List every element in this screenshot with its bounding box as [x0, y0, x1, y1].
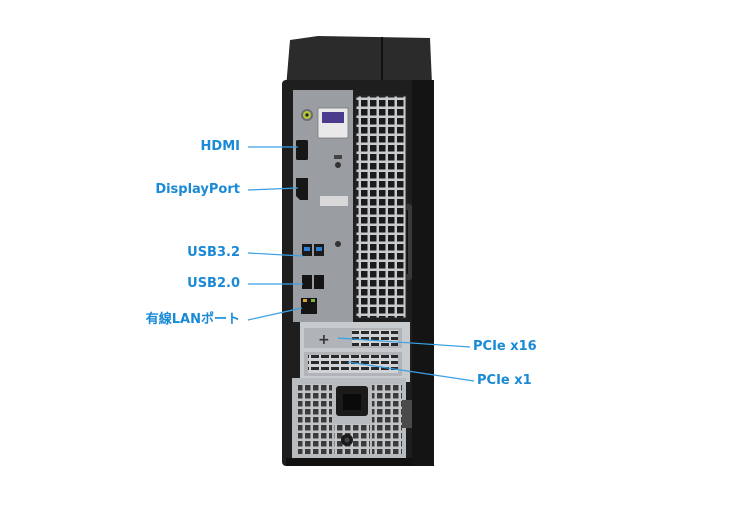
svg-text:+: +: [318, 332, 330, 348]
leader-pcie-x1: [347, 361, 475, 382]
case-bottom: [286, 458, 412, 466]
leader-lan-port: [247, 307, 303, 321]
leader-pcie-x16: [337, 337, 471, 348]
case-top: [286, 36, 432, 88]
leader-lines: [247, 146, 475, 382]
displayport-port: [296, 178, 308, 200]
label-hdmi: HDMI: [200, 139, 240, 154]
chassis-side-edge: [412, 80, 434, 466]
psu-latch: [402, 400, 412, 428]
label-pcie-x16: PCIe x16: [473, 339, 537, 354]
leader-displayport: [247, 187, 299, 191]
label-usb20: USB2.0: [187, 276, 240, 291]
label-pcie-x1: PCIe x1: [477, 373, 532, 388]
vent-grille: [356, 96, 406, 318]
usb20-port-1: [302, 275, 312, 289]
label-displayport: DisplayPort: [155, 182, 240, 197]
label-usb32: USB3.2: [187, 245, 240, 260]
power-supply: [292, 378, 412, 460]
expansion-slots: +: [300, 322, 410, 382]
service-tag-label: [320, 196, 348, 206]
leader-usb32: [247, 252, 304, 257]
hdmi-port: [296, 140, 308, 160]
usb20-port-2: [314, 275, 324, 289]
label-lan-port: 有線LANポート: [145, 312, 240, 327]
io-plate: [293, 90, 353, 322]
